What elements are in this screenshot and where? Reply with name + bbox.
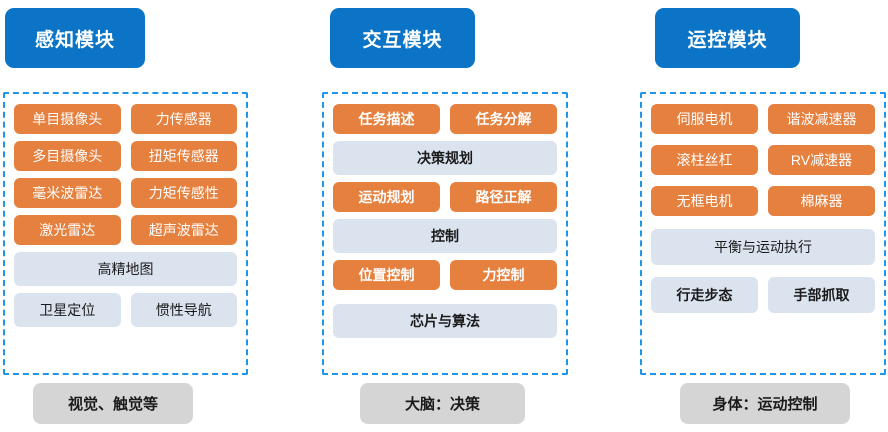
pill-label: 位置控制 <box>358 267 415 283</box>
pill-label: 芯片与算法 <box>410 313 480 329</box>
pill-box[interactable]: 滚柱丝杠 <box>651 145 758 175</box>
column-header-interaction: 交互模块 <box>330 8 475 68</box>
column-header-perception: 感知模块 <box>5 8 145 68</box>
pill-box[interactable]: 谐波减速器 <box>768 104 875 134</box>
pill-label: 毫米波雷达 <box>32 185 103 201</box>
pill-label: RV减速器 <box>790 152 853 168</box>
diagram-row: 高精地图 <box>14 252 237 286</box>
diagram-row: 决策规划 <box>333 141 557 175</box>
pill-box[interactable]: 运动规划 <box>333 182 440 212</box>
pill-label: 谐波减速器 <box>786 111 857 127</box>
pill-label: 力矩传感性 <box>148 185 219 201</box>
pill-box[interactable]: 平衡与运动执行 <box>651 229 875 265</box>
dashed-group-perception: 单目摄像头 力传感器 多目摄像头 扭矩传感器 毫米波雷达 力矩传感性 激光雷达 … <box>3 92 248 375</box>
pill-label: 滚柱丝杠 <box>676 152 733 168</box>
pill-label: 单目摄像头 <box>32 111 103 127</box>
column-footer-label: 大脑：决策 <box>404 396 480 413</box>
pill-label: 控制 <box>431 228 459 244</box>
pill-label: 伺服电机 <box>676 111 733 127</box>
pill-box[interactable]: 手部抓取 <box>768 277 875 313</box>
dashed-group-interaction: 任务描述 任务分解 决策规划 运动规划 路径正解 控制 位置控制 力控制 芯片与… <box>322 92 568 375</box>
pill-label: 多目摄像头 <box>32 148 103 164</box>
column-header-label: 感知模块 <box>34 29 115 51</box>
pill-box[interactable]: 伺服电机 <box>651 104 758 134</box>
pill-label: 激光雷达 <box>39 222 96 238</box>
column-header-label: 运控模块 <box>687 29 768 51</box>
diagram-row: 卫星定位 惯性导航 <box>14 293 237 327</box>
pill-label: 决策规划 <box>417 150 473 166</box>
diagram-row: 芯片与算法 <box>333 304 557 338</box>
pill-box[interactable]: RV减速器 <box>768 145 875 175</box>
pill-box[interactable]: 决策规划 <box>333 141 557 175</box>
pill-box[interactable]: 单目摄像头 <box>14 104 121 134</box>
pill-label: 任务分解 <box>475 111 532 127</box>
pill-label: 扭矩传感器 <box>148 148 219 164</box>
pill-label: 力传感器 <box>155 111 212 127</box>
pill-label: 手部抓取 <box>793 287 850 303</box>
diagram-row: 单目摄像头 力传感器 <box>14 104 237 134</box>
pill-label: 路径正解 <box>475 189 532 205</box>
column-footer-interaction: 大脑：决策 <box>360 383 525 424</box>
pill-box[interactable]: 任务描述 <box>333 104 440 134</box>
pill-label: 高精地图 <box>97 261 154 277</box>
column-perception: 感知模块 单目摄像头 力传感器 多目摄像头 扭矩传感器 毫米波雷达 力矩传感性 … <box>0 0 296 432</box>
pill-box[interactable]: 高精地图 <box>14 252 237 286</box>
column-footer-perception: 视觉、触觉等 <box>33 383 193 424</box>
diagram-row: 多目摄像头 扭矩传感器 <box>14 141 237 171</box>
pill-box[interactable]: 卫星定位 <box>14 293 121 327</box>
diagram-row: 任务描述 任务分解 <box>333 104 557 134</box>
pill-box[interactable]: 位置控制 <box>333 260 440 290</box>
pill-box[interactable]: 芯片与算法 <box>333 304 557 338</box>
pill-label: 行走步态 <box>676 287 733 303</box>
diagram-row: 位置控制 力控制 <box>333 260 557 290</box>
pill-box[interactable]: 超声波雷达 <box>130 215 237 245</box>
pill-box[interactable]: 路径正解 <box>450 182 557 212</box>
diagram-row: 滚柱丝杠 RV减速器 <box>651 145 875 175</box>
pill-label: 运动规划 <box>358 189 415 205</box>
pill-label: 无框电机 <box>676 193 733 209</box>
column-header-label: 交互模块 <box>362 29 443 51</box>
pill-label: 棉麻器 <box>800 193 843 209</box>
pill-label: 卫星定位 <box>39 302 96 318</box>
diagram-row: 行走步态 手部抓取 <box>651 277 875 313</box>
pill-box[interactable]: 力传感器 <box>130 104 237 134</box>
column-footer-motion-control: 身体：运动控制 <box>680 383 850 424</box>
pill-box[interactable]: 激光雷达 <box>14 215 121 245</box>
pill-box[interactable]: 力控制 <box>450 260 557 290</box>
pill-label: 力控制 <box>482 267 525 283</box>
pill-label: 平衡与运动执行 <box>714 239 812 255</box>
pill-box[interactable]: 棉麻器 <box>768 186 875 216</box>
pill-label: 惯性导航 <box>155 302 212 318</box>
column-footer-label: 身体：运动控制 <box>712 396 818 413</box>
diagram-row: 激光雷达 超声波雷达 <box>14 215 237 245</box>
pill-box[interactable]: 任务分解 <box>450 104 557 134</box>
pill-box[interactable]: 控制 <box>333 219 557 253</box>
pill-box[interactable]: 多目摄像头 <box>14 141 121 171</box>
diagram-row: 运动规划 路径正解 <box>333 182 557 212</box>
pill-box[interactable]: 无框电机 <box>651 186 758 216</box>
pill-box[interactable]: 力矩传感性 <box>130 178 237 208</box>
pill-box[interactable]: 行走步态 <box>651 277 758 313</box>
diagram-row: 平衡与运动执行 <box>651 229 875 265</box>
diagram-row: 控制 <box>333 219 557 253</box>
diagram-row: 毫米波雷达 力矩传感性 <box>14 178 237 208</box>
column-footer-label: 视觉、触觉等 <box>67 396 158 413</box>
pill-box[interactable]: 惯性导航 <box>130 293 237 327</box>
dashed-group-motion-control: 伺服电机 谐波减速器 滚柱丝杠 RV减速器 无框电机 棉麻器 平衡与运动执行 行… <box>640 92 886 375</box>
pill-box[interactable]: 扭矩传感器 <box>130 141 237 171</box>
pill-box[interactable]: 毫米波雷达 <box>14 178 121 208</box>
pill-label: 任务描述 <box>358 111 415 127</box>
diagram-row: 伺服电机 谐波减速器 <box>651 104 875 134</box>
column-header-motion-control: 运控模块 <box>655 8 800 68</box>
diagram-row: 无框电机 棉麻器 <box>651 186 875 216</box>
pill-label: 超声波雷达 <box>148 222 219 238</box>
